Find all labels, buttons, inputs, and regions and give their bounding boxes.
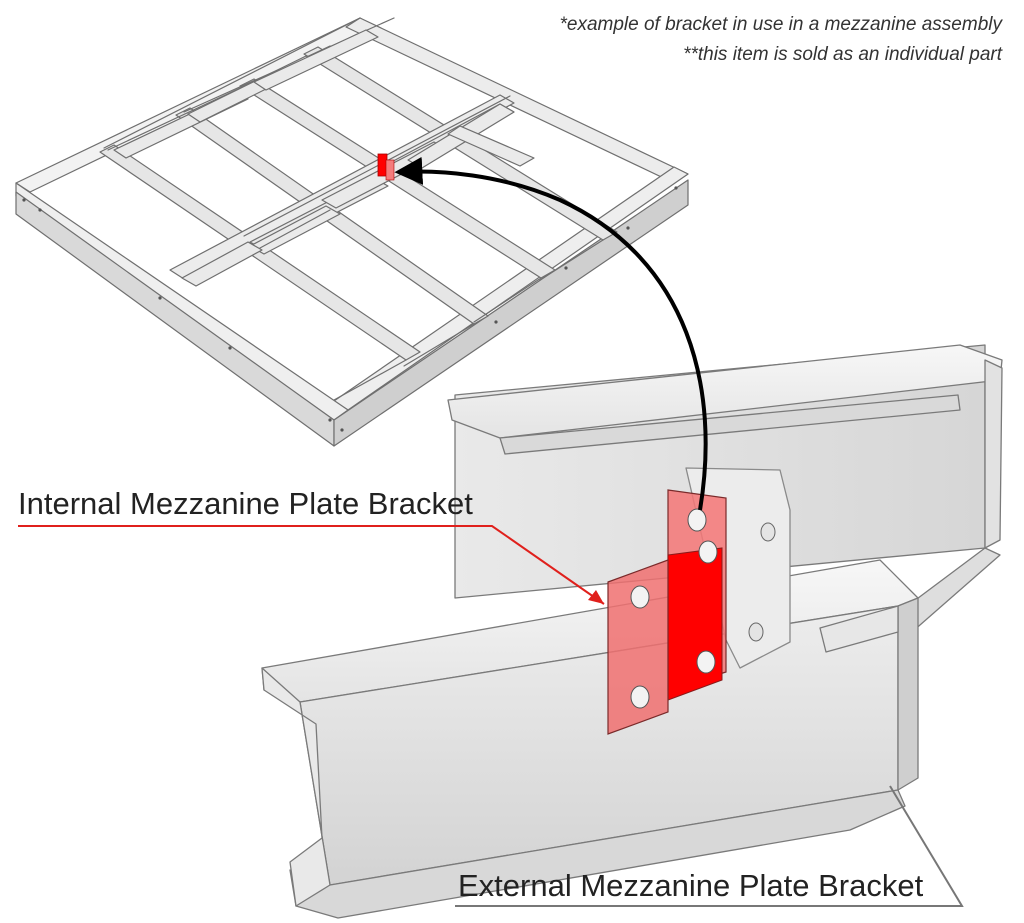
external-bracket-label: External Mezzanine Plate Bracket: [458, 868, 924, 903]
internal-leader: [18, 525, 605, 605]
internal-bracket-holes: [687, 508, 718, 674]
external-leader: [455, 785, 964, 907]
internal-bracket: [667, 489, 727, 701]
external-bracket-holes: [630, 585, 650, 709]
example-note: *example of bracket in use in a mezzanin…: [559, 14, 1002, 35]
frame-assembly: [15, 17, 689, 447]
external-bracket: [607, 559, 669, 735]
internal-bracket-label: Internal Mezzanine Plate Bracket: [18, 486, 473, 521]
sold-note: **this item is sold as an individual par…: [683, 44, 1002, 65]
beam-closeup: [261, 344, 1003, 919]
back-plate-holes: [748, 522, 776, 642]
assembly-bracket-highlight: [377, 153, 395, 181]
callout-arrow: [394, 156, 708, 511]
